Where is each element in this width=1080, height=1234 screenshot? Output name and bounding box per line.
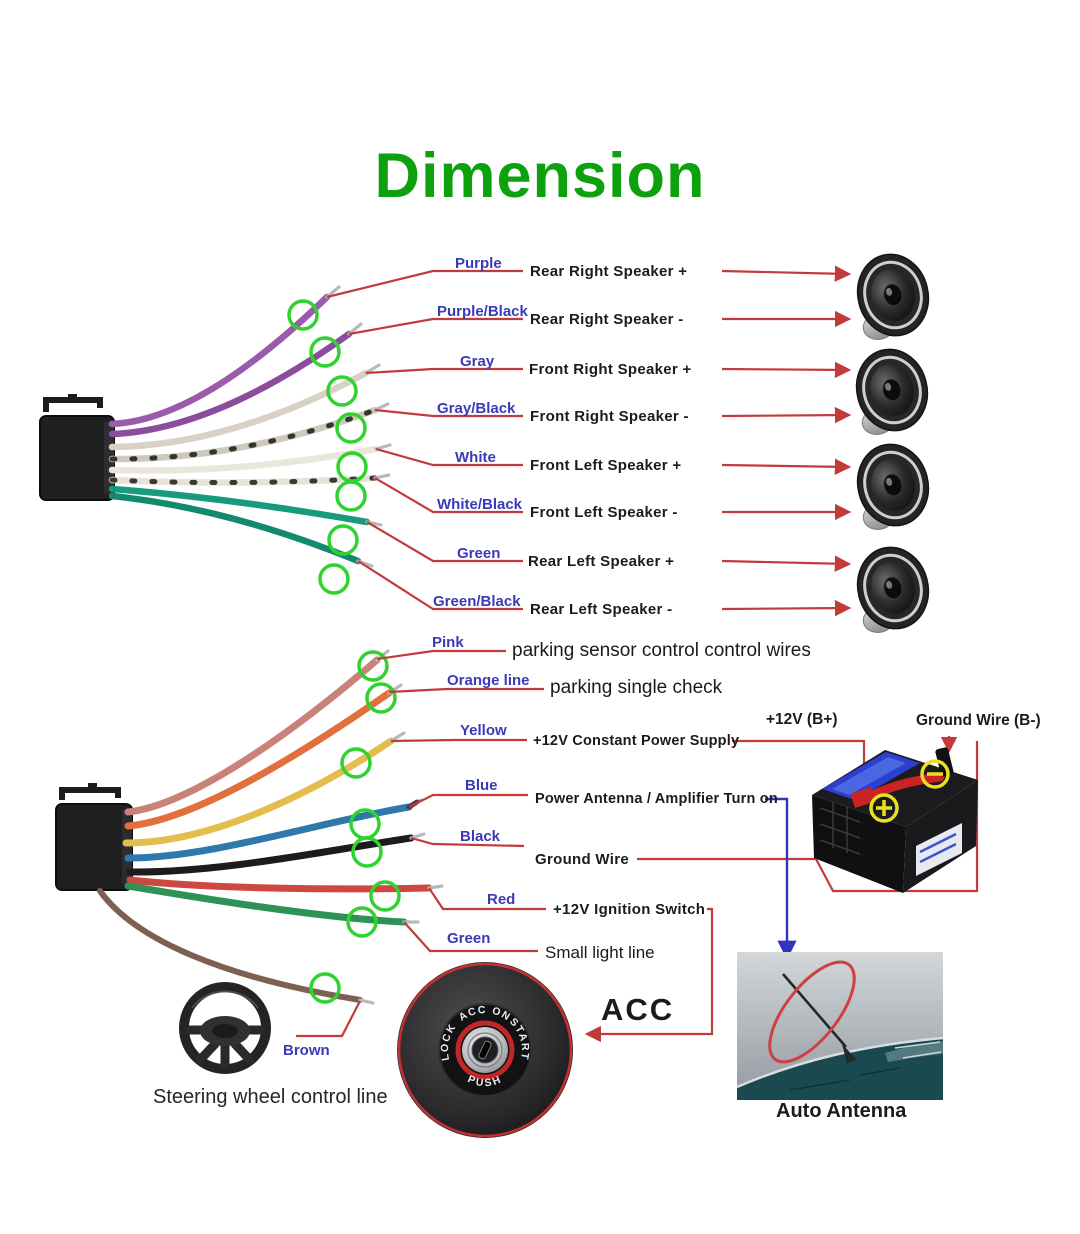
wire-label-gray-black: Gray/Black bbox=[437, 400, 516, 417]
wire-green-bottom bbox=[124, 882, 408, 926]
battery-negative-label: Ground Wire (B-) bbox=[916, 712, 1041, 729]
ignition-bezel-text-push: PUSH bbox=[466, 1073, 502, 1089]
battery-positive-label: +12V (B+) bbox=[766, 711, 838, 728]
wire-label-green-bottom: Green bbox=[447, 930, 491, 947]
steering-wheel-illustration bbox=[179, 982, 271, 1074]
battery-terminal-marks bbox=[869, 759, 950, 823]
power-connection-lines bbox=[584, 736, 979, 1043]
top-harness-connector bbox=[39, 394, 115, 501]
ground-to-battery-line bbox=[637, 741, 979, 893]
function-label-constant-power: +12V Constant Power Supply bbox=[533, 733, 740, 749]
acc-label: ACC bbox=[601, 992, 675, 1027]
wire-label-gray: Gray bbox=[460, 353, 495, 370]
function-label-front-left-minus: Front Left Speaker - bbox=[530, 504, 678, 521]
wire-label-red: Red bbox=[487, 891, 516, 908]
antenna-pointer-line bbox=[765, 797, 797, 960]
wire-label-purple: Purple bbox=[455, 255, 502, 272]
function-label-rear-right-plus: Rear Right Speaker + bbox=[530, 263, 688, 280]
wire-label-black: Black bbox=[460, 828, 501, 845]
leader-lines bbox=[296, 269, 546, 1038]
wire-white-black bbox=[108, 474, 379, 486]
wire-red bbox=[126, 876, 433, 893]
wire-white bbox=[108, 445, 380, 474]
function-label-front-left-plus: Front Left Speaker + bbox=[530, 457, 682, 474]
wire-label-green: Green bbox=[457, 545, 501, 562]
wire-gray-black bbox=[108, 406, 379, 463]
function-label-parking-sensor: parking sensor control control wires bbox=[512, 640, 811, 661]
wire-label-pink: Pink bbox=[432, 634, 464, 651]
bottom-harness-connector bbox=[55, 783, 133, 891]
speaker-wires bbox=[108, 285, 392, 568]
speaker-arrows bbox=[721, 265, 852, 617]
wire-pink bbox=[124, 656, 381, 816]
wire-gray bbox=[108, 369, 370, 451]
svg-text:PUSH: PUSH bbox=[466, 1073, 504, 1089]
wire-label-white: White bbox=[455, 449, 496, 466]
battery-illustration bbox=[812, 747, 978, 893]
wire-orange bbox=[124, 689, 393, 830]
auto-antenna-illustration bbox=[737, 952, 943, 1100]
wire-label-purple-black: Purple/Black bbox=[437, 303, 528, 320]
auto-antenna-caption: Auto Antenna bbox=[776, 1100, 907, 1122]
wire-label-orange: Orange line bbox=[447, 672, 530, 689]
ignition-to-acc-line bbox=[584, 907, 714, 1043]
function-label-power-antenna: Power Antenna / Amplifier Turn on bbox=[535, 791, 778, 807]
function-label-small-light: Small light line bbox=[545, 943, 655, 962]
wire-yellow bbox=[122, 737, 395, 847]
function-label-ground-wire: Ground Wire bbox=[535, 851, 629, 868]
power-wires bbox=[97, 649, 444, 1005]
wire-green-black bbox=[108, 492, 362, 565]
page-title: Dimension bbox=[374, 141, 706, 211]
wire-highlight-circles bbox=[287, 299, 401, 1004]
wire-label-yellow: Yellow bbox=[460, 722, 507, 739]
wire-label-brown: Brown bbox=[283, 1042, 330, 1059]
function-label-rear-right-minus: Rear Right Speaker - bbox=[530, 311, 684, 328]
function-label-front-right-plus: Front Right Speaker + bbox=[529, 361, 692, 378]
steering-wheel-caption: Steering wheel control line bbox=[153, 1086, 388, 1108]
wire-green bbox=[108, 485, 371, 526]
wire-label-blue: Blue bbox=[465, 777, 498, 794]
wire-label-white-black: White/Black bbox=[437, 496, 523, 513]
function-label-parking-check: parking single check bbox=[550, 677, 723, 698]
ignition-switch-illustration: LOCK ACC ON START PUSH bbox=[397, 962, 573, 1138]
function-label-ignition-switch: +12V Ignition Switch bbox=[553, 901, 706, 918]
wire-purple-black bbox=[108, 330, 353, 438]
function-label-rear-left-minus: Rear Left Speaker - bbox=[530, 601, 673, 618]
wire-label-green-black: Green/Black bbox=[433, 593, 521, 610]
function-label-rear-left-plus: Rear Left Speaker + bbox=[528, 553, 675, 570]
function-label-front-right-minus: Front Right Speaker - bbox=[530, 408, 689, 425]
